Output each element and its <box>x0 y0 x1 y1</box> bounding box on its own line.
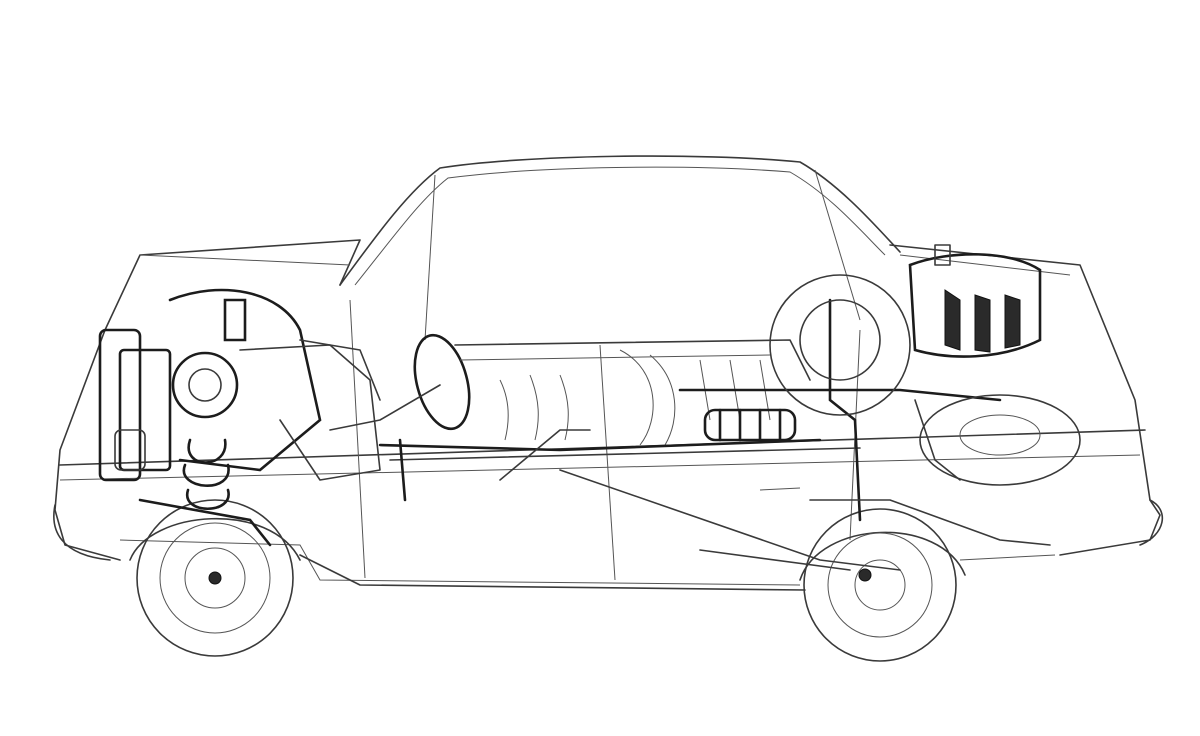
seats <box>454 339 811 446</box>
steering-wheel <box>329 333 471 431</box>
engine <box>98 288 381 547</box>
spare-tire <box>914 394 1081 486</box>
front-wheel <box>129 499 301 657</box>
fuel-tank <box>908 244 1042 358</box>
drivetrain <box>378 274 1051 571</box>
car-body-outline <box>53 155 1164 591</box>
rear-wheel <box>799 508 966 662</box>
